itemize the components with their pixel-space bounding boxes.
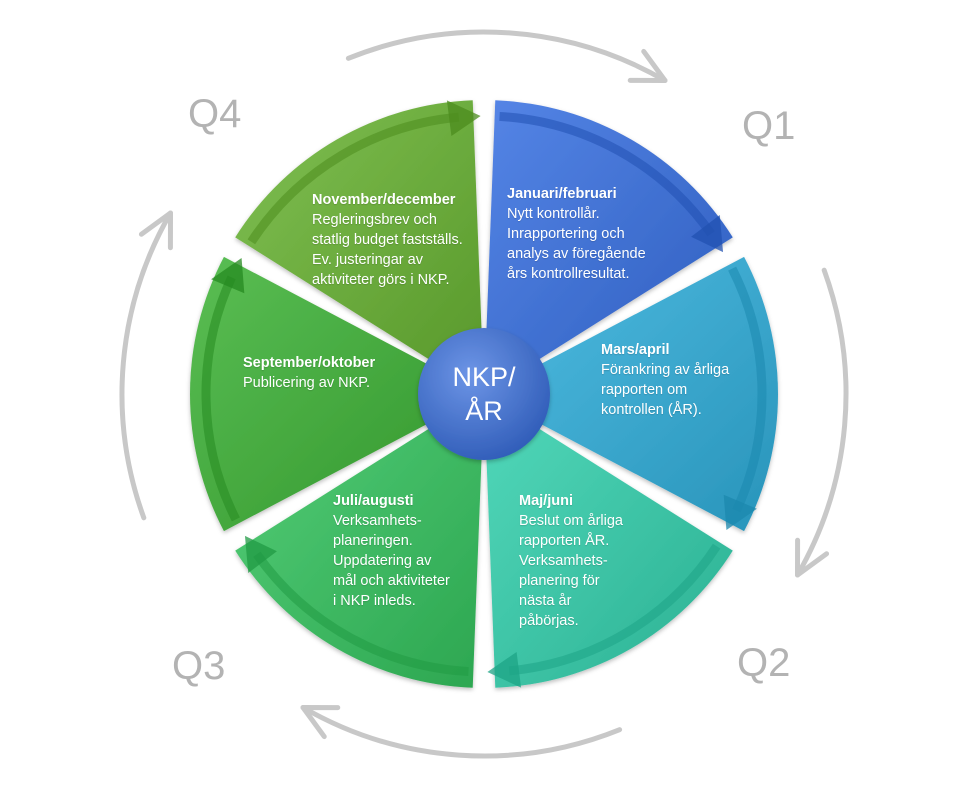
cycle-arrowhead-icon xyxy=(138,210,173,251)
segment-maj-jun-arrowhead-icon xyxy=(487,651,522,688)
cycle-arrow-q3 xyxy=(300,705,623,759)
segment-maj-jun-text: Maj/juni Beslut om årliga rapporten ÅR. … xyxy=(519,491,623,631)
segment-jul-aug-flow-arrow xyxy=(253,551,469,677)
segment-mar-apr-text: Mars/april Förankring av årliga rapporte… xyxy=(601,340,729,420)
cycle-arrowhead-icon xyxy=(627,48,668,83)
cycle-arrow-q4 xyxy=(119,210,173,521)
segment-description: Publicering av NKP. xyxy=(243,375,371,391)
segment-sep-okt-arrowhead-icon xyxy=(211,257,245,294)
center-circle xyxy=(418,328,550,460)
segment-sep-okt-flow-arrow xyxy=(201,275,240,522)
segment-nov-dec-arrowhead-icon xyxy=(446,100,481,137)
segment-jan-feb-flow-arrow xyxy=(499,111,715,237)
segment-nov-dec-text: November/december Regleringsbrev och sta… xyxy=(312,190,463,290)
segment-mar-apr-flow-arrow xyxy=(728,266,767,513)
segment-title: Mars/april xyxy=(601,342,670,358)
segment-sep-okt xyxy=(190,256,481,532)
segment-title: Maj/juni xyxy=(519,493,573,509)
cycle-arrow-q2 xyxy=(795,267,849,578)
segment-jan-feb-text: Januari/februari Nytt kontrollår. Inrapp… xyxy=(507,184,646,284)
segment-description: Nytt kontrollår. Inrapportering och anal… xyxy=(507,206,646,282)
cycle-arrowhead-icon xyxy=(300,705,341,740)
center-label: NKP/ ÅR xyxy=(452,362,516,426)
segment-jul-aug-arrowhead-icon xyxy=(244,535,277,573)
segment-description: Verksamhets- planeringen. Uppdatering av… xyxy=(333,513,450,609)
segment-jul-aug-text: Juli/augusti Verksamhets- planeringen. U… xyxy=(333,491,450,611)
quarter-label-q3: Q3 xyxy=(172,644,226,688)
cycle-arrow-q1 xyxy=(345,29,668,83)
quarter-label-q1: Q1 xyxy=(742,104,796,148)
segment-maj-jun-flow-arrow xyxy=(508,543,721,676)
segment-description: Förankring av årliga rapporten om kontro… xyxy=(601,362,730,418)
quarter-label-q4: Q4 xyxy=(188,92,242,136)
segment-title: Januari/februari xyxy=(507,186,617,202)
segment-nov-dec-flow-arrow xyxy=(247,112,460,245)
segment-title: November/december xyxy=(312,192,456,208)
cycle-arrowhead-icon xyxy=(795,537,830,578)
segment-title: Juli/augusti xyxy=(333,493,414,509)
segment-jan-feb-arrowhead-icon xyxy=(691,215,724,253)
segment-description: Beslut om årliga rapporten ÅR. Verksamhe… xyxy=(519,513,623,629)
segment-mar-apr xyxy=(487,256,778,532)
segment-sep-okt-text: September/oktober Publicering av NKP. xyxy=(243,353,375,393)
segment-mar-apr-arrowhead-icon xyxy=(723,494,757,531)
segment-maj-jun xyxy=(484,396,733,688)
segment-jan-feb xyxy=(484,100,733,392)
segment-title: September/oktober xyxy=(243,355,376,371)
segment-description: Regleringsbrev och statlig budget fastst… xyxy=(312,212,463,288)
quarter-label-q2: Q2 xyxy=(737,641,791,685)
segment-jul-aug xyxy=(235,396,484,688)
segment-nov-dec xyxy=(235,100,484,392)
